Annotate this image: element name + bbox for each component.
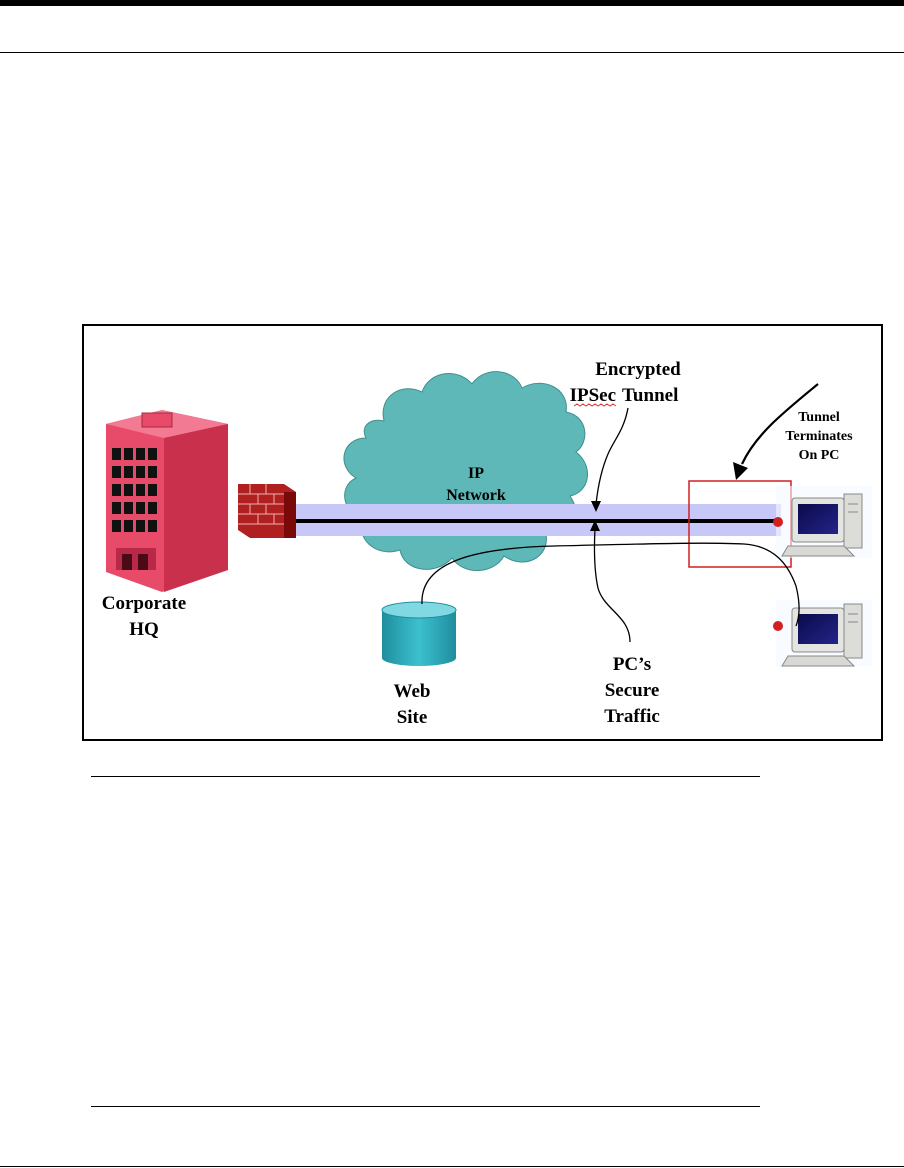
encrypted-tunnel-arrow bbox=[596, 408, 628, 504]
secure-traffic-label-2: Secure bbox=[605, 680, 660, 701]
corporate-hq-label-1: Corporate bbox=[102, 593, 186, 614]
tunnel-terminates-label-2: Terminates bbox=[785, 429, 853, 444]
encrypted-tunnel-label-tunnel: Tunnel bbox=[622, 385, 678, 406]
ip-network-label-1: IP bbox=[468, 465, 484, 482]
caption-rule-bottom bbox=[91, 1106, 760, 1107]
tunnel-terminates-label-3: On PC bbox=[799, 448, 840, 463]
encrypted-tunnel-label-ipsec: IPSec bbox=[570, 385, 616, 406]
caption-rule-top bbox=[91, 776, 760, 777]
footer-rule bbox=[0, 1166, 904, 1167]
database-icon bbox=[382, 602, 456, 666]
encrypted-tunnel-label: Encrypted bbox=[595, 359, 681, 380]
web-site-label-1: Web bbox=[394, 681, 431, 702]
header-bar bbox=[0, 0, 904, 6]
cloud-icon bbox=[344, 372, 588, 571]
tunnel-terminates-label-1: Tunnel bbox=[798, 410, 840, 425]
desktop-computer-icon bbox=[773, 486, 872, 558]
corporate-hq-label-2: HQ bbox=[129, 619, 159, 640]
office-building-icon bbox=[106, 410, 228, 592]
firewall-icon bbox=[238, 484, 296, 538]
header-rule bbox=[0, 52, 904, 53]
secure-traffic-label-1: PC’s bbox=[613, 654, 651, 675]
web-site-label-2: Site bbox=[397, 707, 428, 728]
secure-traffic-label-3: Traffic bbox=[604, 706, 660, 727]
ipsec-diagram-figure: Encrypted IPSec Tunnel Tunnel Terminates… bbox=[82, 324, 883, 741]
desktop-computer-icon bbox=[773, 600, 872, 666]
ip-network-label-2: Network bbox=[446, 487, 506, 504]
